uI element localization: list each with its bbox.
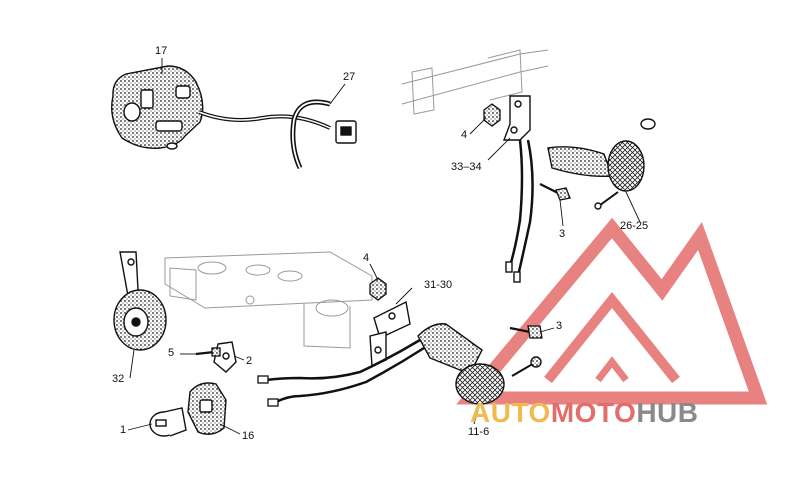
- bolt-3-lower: [509, 325, 543, 339]
- bracket-33-34: [502, 95, 534, 283]
- automotohub-watermark: AUTOMOTOHUB: [470, 397, 698, 429]
- watermark-auto: AUTO: [470, 397, 551, 428]
- wiring-harness-lower: [265, 338, 425, 404]
- callout-4-lower: 4: [363, 252, 370, 264]
- bulb-socket-1: [149, 407, 187, 437]
- nut-4-upper: [483, 103, 501, 127]
- horn-32: [113, 251, 167, 351]
- leader-lines: [127, 58, 641, 435]
- frame-tube-upper: [401, 49, 549, 115]
- callout-31-30: 31-30: [424, 279, 453, 291]
- wire-connector-27: [290, 99, 357, 170]
- watermark-moto: MOTO: [550, 397, 637, 428]
- callout-32: 32: [112, 373, 125, 385]
- bracket-31-30: [369, 300, 411, 368]
- callout-1: 1: [120, 424, 127, 436]
- watermark-hub: HUB: [636, 397, 699, 428]
- automotohub-logo-mark: [456, 217, 768, 405]
- clamp-bracket-2: [213, 341, 237, 373]
- bolt-3-upper: [539, 183, 571, 201]
- callout-27: 27: [343, 71, 356, 83]
- nut-4-lower: [369, 277, 387, 301]
- callout-3-upper: 3: [559, 228, 566, 240]
- callout-4-upper: 4: [461, 129, 468, 141]
- turn-signal-11-6: [417, 323, 542, 405]
- callout-16: 16: [242, 430, 255, 442]
- callout-26-25: 26-25: [620, 220, 649, 232]
- bolt-5: [195, 347, 221, 357]
- callout-17: 17: [155, 45, 168, 57]
- wire-terminals-lower: [257, 375, 279, 407]
- callout-33-34: 33–34: [451, 161, 482, 173]
- callout-11-6: 11-6: [468, 426, 490, 438]
- callout-5: 5: [168, 347, 175, 359]
- switch-housing-16: [187, 382, 227, 435]
- callout-3-lower: 3: [556, 320, 563, 332]
- callout-2: 2: [246, 355, 253, 367]
- handlebar-switch-17: [110, 65, 331, 150]
- turn-signal-26-25: [547, 118, 656, 210]
- triple-clamp-frame: [164, 251, 373, 349]
